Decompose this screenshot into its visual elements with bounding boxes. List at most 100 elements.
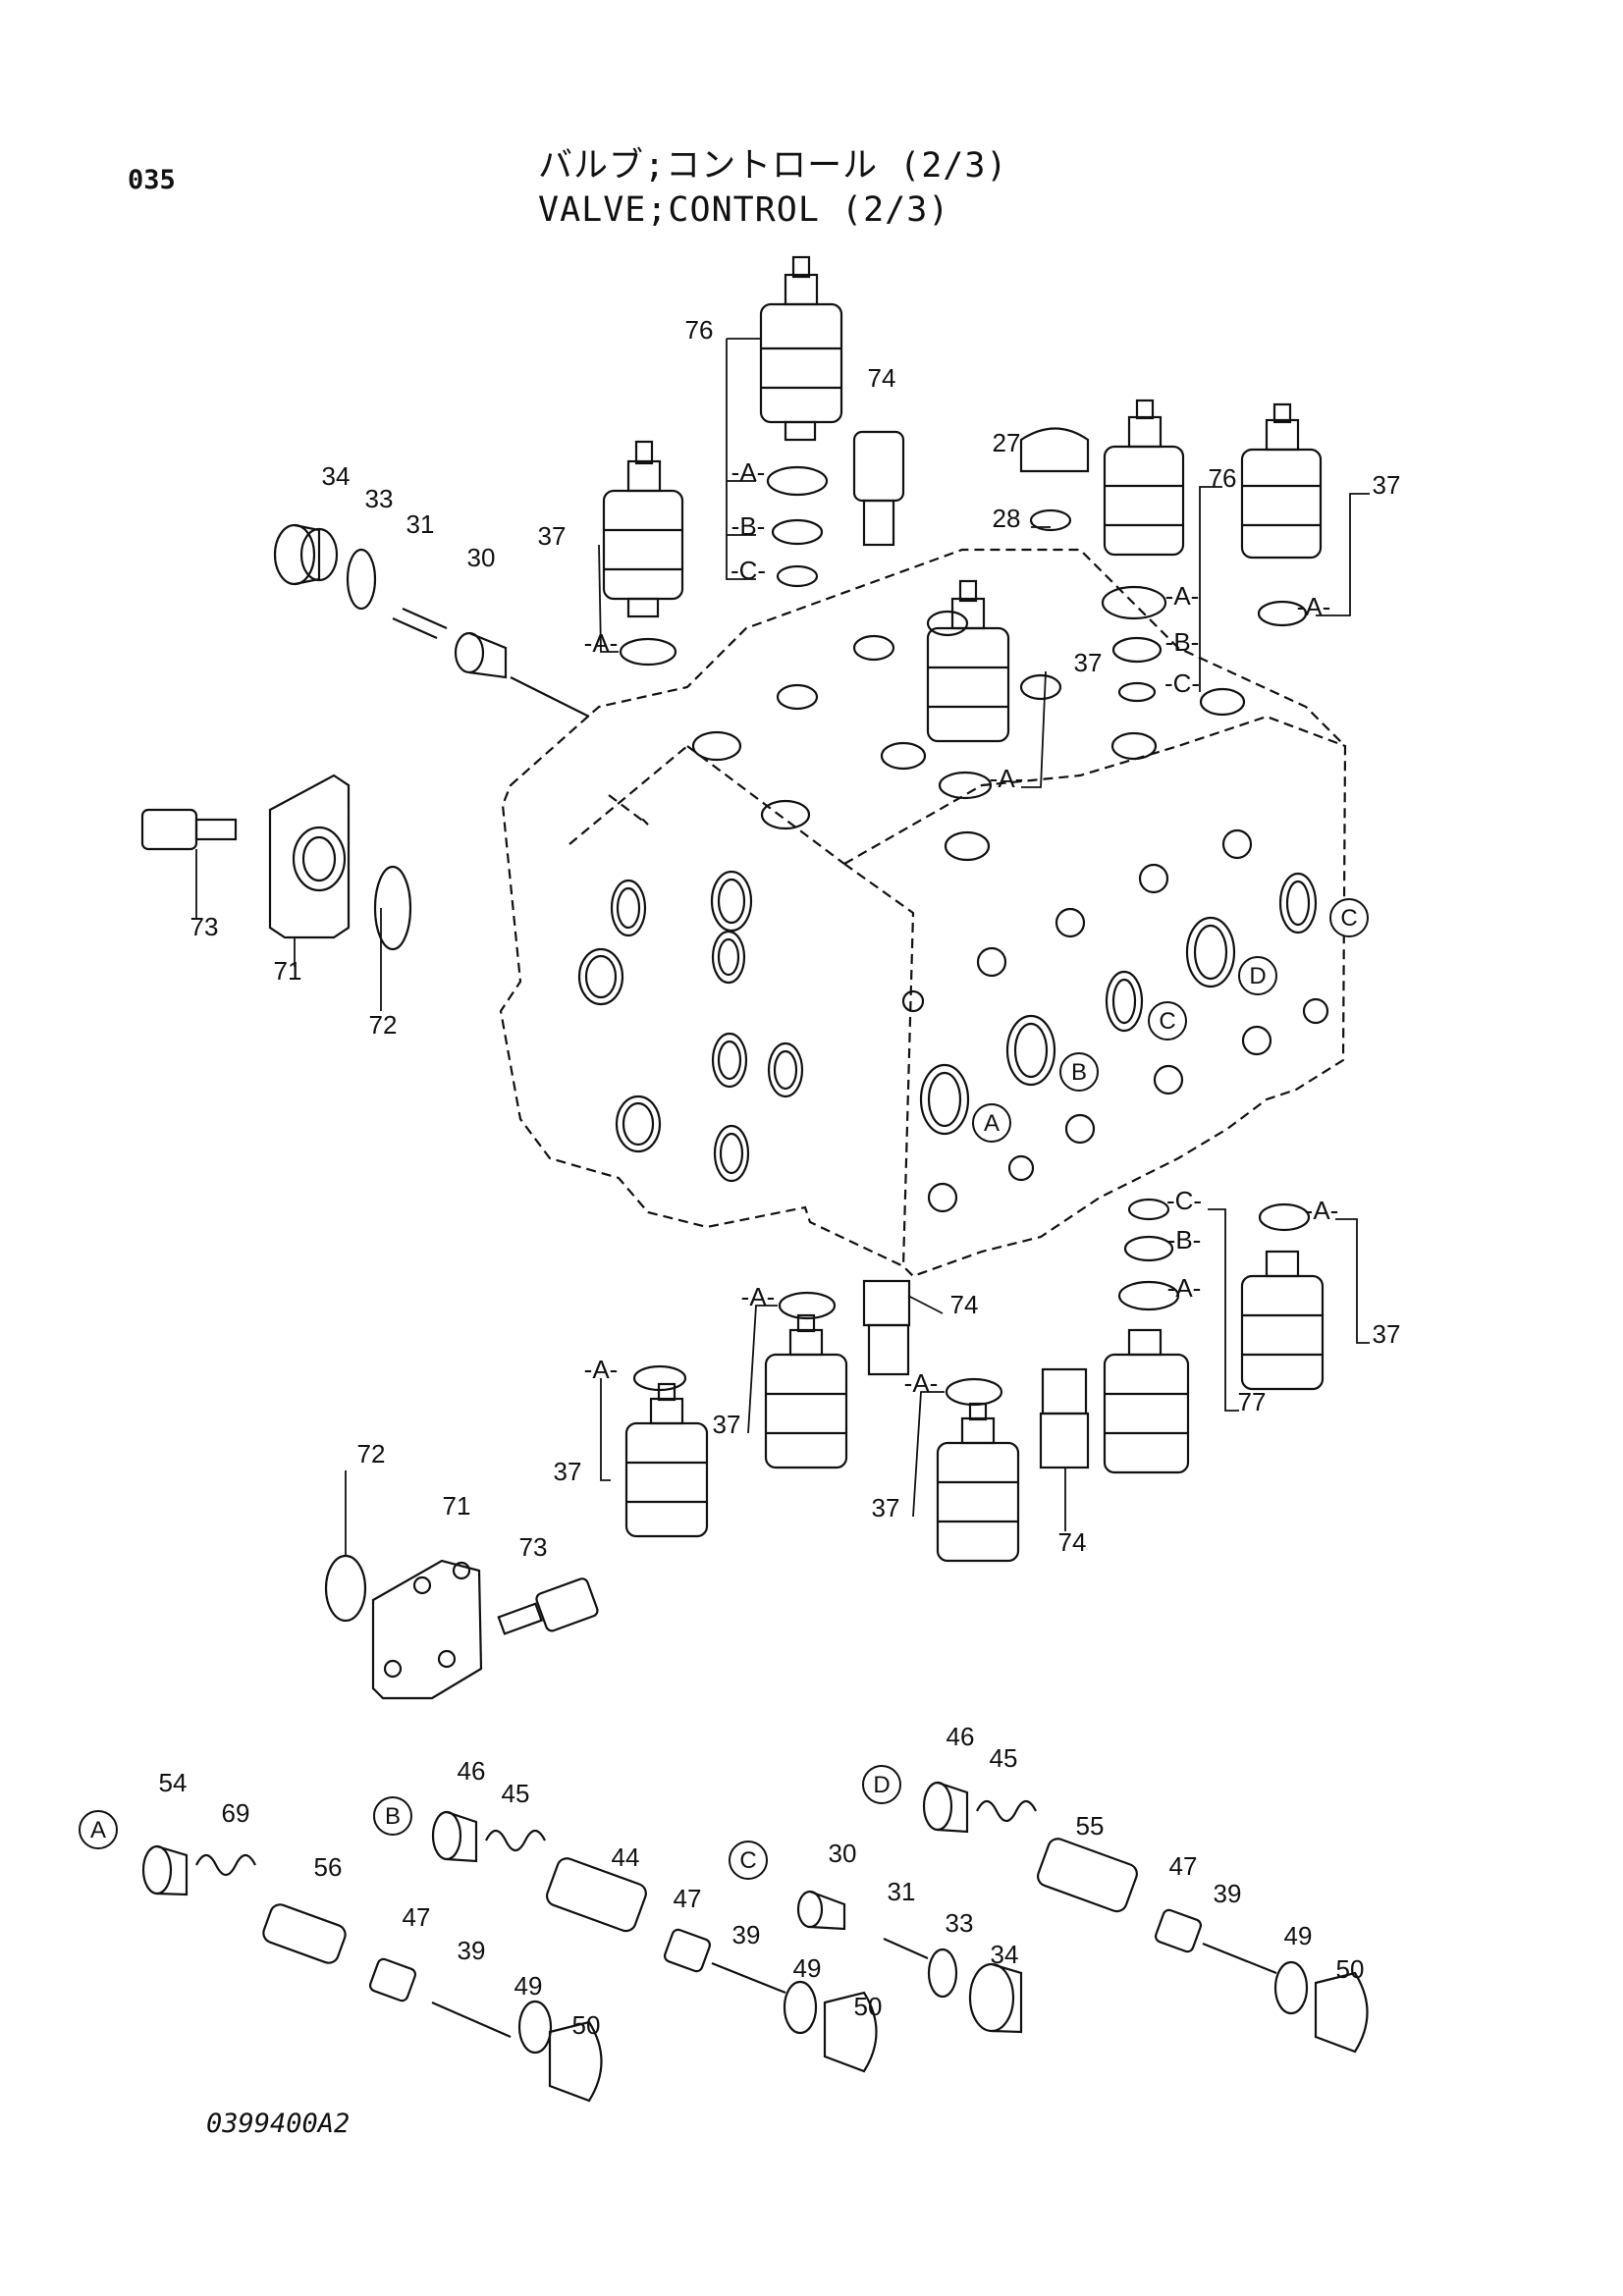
leader-lines <box>195 338 1370 1556</box>
spool-row-a <box>141 1844 603 2103</box>
callout-31: 31 <box>888 1877 916 1906</box>
page-number: 035 <box>128 165 176 195</box>
callout-39: 39 <box>732 1920 761 1949</box>
callout-46: 46 <box>458 1756 486 1786</box>
port-label: -A- <box>990 764 1024 793</box>
port-label: -B- <box>1167 1225 1202 1255</box>
callout-37: 37 <box>1373 470 1401 500</box>
flange-upper <box>140 774 351 939</box>
port-label: -C- <box>1166 1186 1202 1215</box>
callout-74: 74 <box>868 363 896 393</box>
section-circle <box>373 1796 412 1836</box>
port-label: -B- <box>731 511 766 541</box>
spool-row-d <box>922 1781 1369 2054</box>
section-letter-A: A <box>984 1110 1000 1137</box>
section-circle <box>79 1810 118 1849</box>
section-circle <box>1238 956 1277 995</box>
section-circle-labels: C D C B A A B C D <box>79 898 1369 1880</box>
callout-37: 37 <box>554 1457 582 1486</box>
left-plug-group <box>273 523 590 718</box>
callout-34: 34 <box>322 461 351 491</box>
parts-drawing <box>140 255 1370 2103</box>
callout-33: 33 <box>365 484 394 513</box>
callout-39: 39 <box>1214 1879 1242 1908</box>
section-letter-D: D <box>873 1772 890 1798</box>
port-label: -A- <box>584 1355 619 1384</box>
port-label: -A- <box>1297 592 1331 621</box>
callout-56: 56 <box>314 1852 343 1882</box>
callout-47: 47 <box>1169 1851 1198 1881</box>
callout-37: 37 <box>1074 648 1103 677</box>
port-label: -A- <box>584 628 619 658</box>
callout-45: 45 <box>502 1779 530 1808</box>
callout-74: 74 <box>1058 1527 1087 1557</box>
section-letter-C: C <box>1340 905 1357 932</box>
callout-47: 47 <box>674 1884 702 1913</box>
callout-49: 49 <box>1284 1921 1313 1950</box>
port-label: -C- <box>1164 668 1200 698</box>
callout-46: 46 <box>947 1722 975 1751</box>
port-label: -A- <box>1305 1196 1339 1225</box>
callout-27: 27 <box>993 428 1021 457</box>
callout-72: 72 <box>369 1010 398 1040</box>
callout-76: 76 <box>1209 463 1237 493</box>
valve-body <box>499 548 1347 1278</box>
callout-37: 37 <box>872 1493 900 1522</box>
callout-28: 28 <box>993 504 1021 533</box>
callout-37: 37 <box>538 521 567 551</box>
callout-47: 47 <box>403 1902 431 1932</box>
callout-50: 50 <box>854 1992 883 2021</box>
spool-row-b <box>431 1810 878 2073</box>
callout-49: 49 <box>514 1971 543 2001</box>
callout-54: 54 <box>159 1768 188 1797</box>
callout-72: 72 <box>357 1439 386 1468</box>
callout-74: 74 <box>950 1290 979 1319</box>
port-labels: -A--B--C--A--A--B--C--A--A--C--B--A--A--… <box>584 457 1339 1398</box>
title-japanese: バルブ;コントロール (2/3) <box>538 146 1008 186</box>
port-label: -A- <box>741 1282 776 1311</box>
spool-row-c <box>796 1890 1023 2034</box>
callout-76: 76 <box>685 315 714 345</box>
callout-30: 30 <box>467 543 496 572</box>
callout-39: 39 <box>458 1936 486 1965</box>
callout-34: 34 <box>991 1940 1019 1969</box>
callout-71: 71 <box>274 956 302 986</box>
callout-44: 44 <box>612 1842 640 1872</box>
port-label: -A- <box>731 457 766 487</box>
callout-55: 55 <box>1076 1811 1105 1841</box>
callout-73: 73 <box>519 1532 548 1562</box>
section-letter-C: C <box>739 1847 756 1874</box>
section-circle <box>972 1103 1011 1143</box>
title-english: VALVE;CONTROL (2/3) <box>538 190 950 230</box>
section-letter-C: C <box>1159 1008 1175 1035</box>
callout-45: 45 <box>990 1743 1018 1773</box>
callout-37: 37 <box>1373 1319 1401 1349</box>
section-circle <box>729 1841 768 1880</box>
callout-31: 31 <box>406 509 435 539</box>
callout-30: 30 <box>829 1839 857 1868</box>
callout-50: 50 <box>1336 1954 1365 1984</box>
right-face-ports <box>901 828 1329 1213</box>
callout-69: 69 <box>222 1798 250 1828</box>
callout-37: 37 <box>713 1410 741 1439</box>
callout-73: 73 <box>190 912 219 941</box>
callout-71: 71 <box>443 1491 471 1521</box>
left-face-ports <box>577 870 804 1183</box>
port-label: -B- <box>1165 627 1200 657</box>
o-rings <box>324 465 1311 1623</box>
section-circle <box>862 1765 901 1804</box>
section-letter-B: B <box>1071 1059 1087 1086</box>
section-letter-B: B <box>385 1803 401 1830</box>
port-label: -A- <box>904 1368 939 1398</box>
top-face-holes <box>691 610 1246 862</box>
section-circle <box>1148 1001 1187 1041</box>
drawing-number: 0399400A2 <box>206 2109 351 2139</box>
section-circle <box>1329 898 1369 937</box>
callout-33: 33 <box>946 1908 974 1938</box>
port-label: -A- <box>1167 1273 1202 1303</box>
section-letter-A: A <box>90 1817 106 1843</box>
relief-valve-cartridges <box>602 255 1325 1563</box>
section-letter-D: D <box>1249 963 1266 989</box>
